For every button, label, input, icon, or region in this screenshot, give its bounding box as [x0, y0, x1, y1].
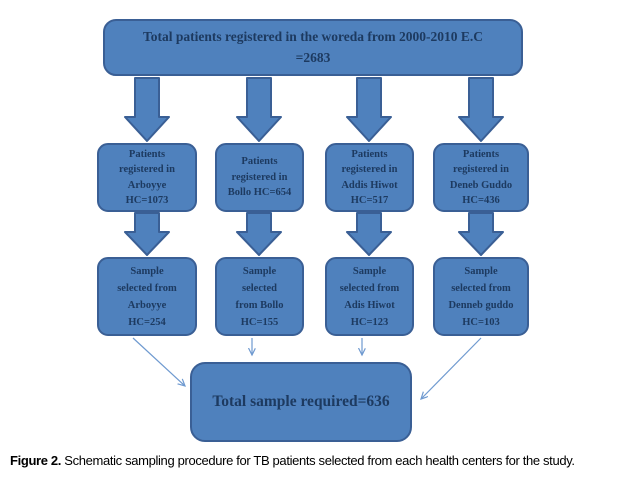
box-registered-addis-hiwot: Patients registered in Addis Hiwot HC=51…: [325, 143, 414, 212]
box-text-line: registered in: [453, 164, 509, 175]
figure-caption-label: Figure 2.: [10, 453, 62, 468]
box-text-line: Patients: [241, 156, 278, 168]
box-text-line: Patients: [351, 148, 388, 160]
box-text-line: HC=103: [462, 316, 500, 328]
block-arrow-down-icon: [346, 77, 392, 142]
block-arrow-down-icon: [124, 77, 170, 142]
box-text-line: Patients: [462, 148, 500, 160]
box-text-line: HC=517: [350, 195, 389, 206]
box-text-line: Total patients registered in the woreda …: [142, 29, 484, 44]
box-sample-adis-hiwot: Sample selected from Adis Hiwot HC=123: [325, 257, 414, 336]
box-text-line: Denneb guddo: [448, 299, 514, 311]
box-text-line: Sample: [130, 265, 164, 277]
box-text-line: Bollo HC=654: [227, 187, 292, 199]
block-arrow-down-icon: [236, 212, 282, 256]
box-text-line: HC=254: [128, 316, 166, 328]
box-sample-arboyye: Sample selected from Arboyye HC=254: [97, 257, 197, 336]
box-sample-bollo: Sample selected from Bollo HC=155: [215, 257, 304, 336]
block-arrow-down-icon: [458, 77, 504, 142]
box-text-line: registered in: [341, 164, 398, 175]
box-text-line: Adis Hiwot: [344, 299, 395, 311]
thin-arrow-denneb-guddo-to-total: [421, 337, 482, 399]
box-total-sample: Total sample required=636: [190, 362, 412, 442]
box-text-line: HC=155: [240, 316, 279, 328]
box-text-line: selected from: [117, 282, 177, 294]
block-arrow-down-icon: [236, 77, 282, 142]
box-text-line: Arboyye: [127, 299, 167, 311]
box-text-line: Sample: [464, 265, 498, 277]
box-text-line: HC=1073: [125, 195, 169, 206]
box-text-line: selected from: [451, 282, 511, 294]
box-text-line: selected from: [339, 282, 400, 294]
box-text-line: registered in: [231, 171, 288, 183]
box-text-line: selected: [242, 282, 277, 294]
box-text-line: HC=123: [350, 316, 389, 328]
box-registered-bollo: Patients registered in Bollo HC=654: [215, 143, 304, 212]
box-text-line: Arboyye: [127, 179, 167, 191]
block-arrow-down-icon: [346, 212, 392, 256]
block-arrow-down-icon: [458, 212, 504, 256]
box-text-line: Addis Hiwot: [341, 179, 398, 191]
box-registered-arboyye: Patients registered in Arboyye HC=1073: [97, 143, 197, 212]
box-text-line: Sample: [352, 265, 387, 277]
figure-caption-text: Schematic sampling procedure for TB pati…: [61, 453, 575, 468]
thin-arrow-arboyye-to-total: [132, 337, 185, 386]
box-text-line: Patients: [128, 148, 166, 160]
block-arrow-down-icon: [124, 212, 170, 256]
box-sample-denneb-guddo: Sample selected from Denneb guddo HC=103: [433, 257, 529, 336]
box-text-line: Deneb Guddo: [449, 179, 513, 191]
box-total-registered: Total patients registered in the woreda …: [103, 19, 523, 76]
box-registered-deneb-guddo: Patients registered in Deneb Guddo HC=43…: [433, 143, 529, 212]
figure-caption: Figure 2. Schematic sampling procedure f…: [10, 453, 616, 468]
box-text-line: registered in: [119, 164, 175, 175]
box-text-line: HC=436: [462, 195, 500, 206]
box-text-line: from Bollo: [235, 299, 284, 311]
box-text-line: Total sample required=636: [212, 393, 390, 410]
box-text-line: =2683: [295, 50, 331, 65]
box-text-line: Sample: [242, 265, 277, 277]
